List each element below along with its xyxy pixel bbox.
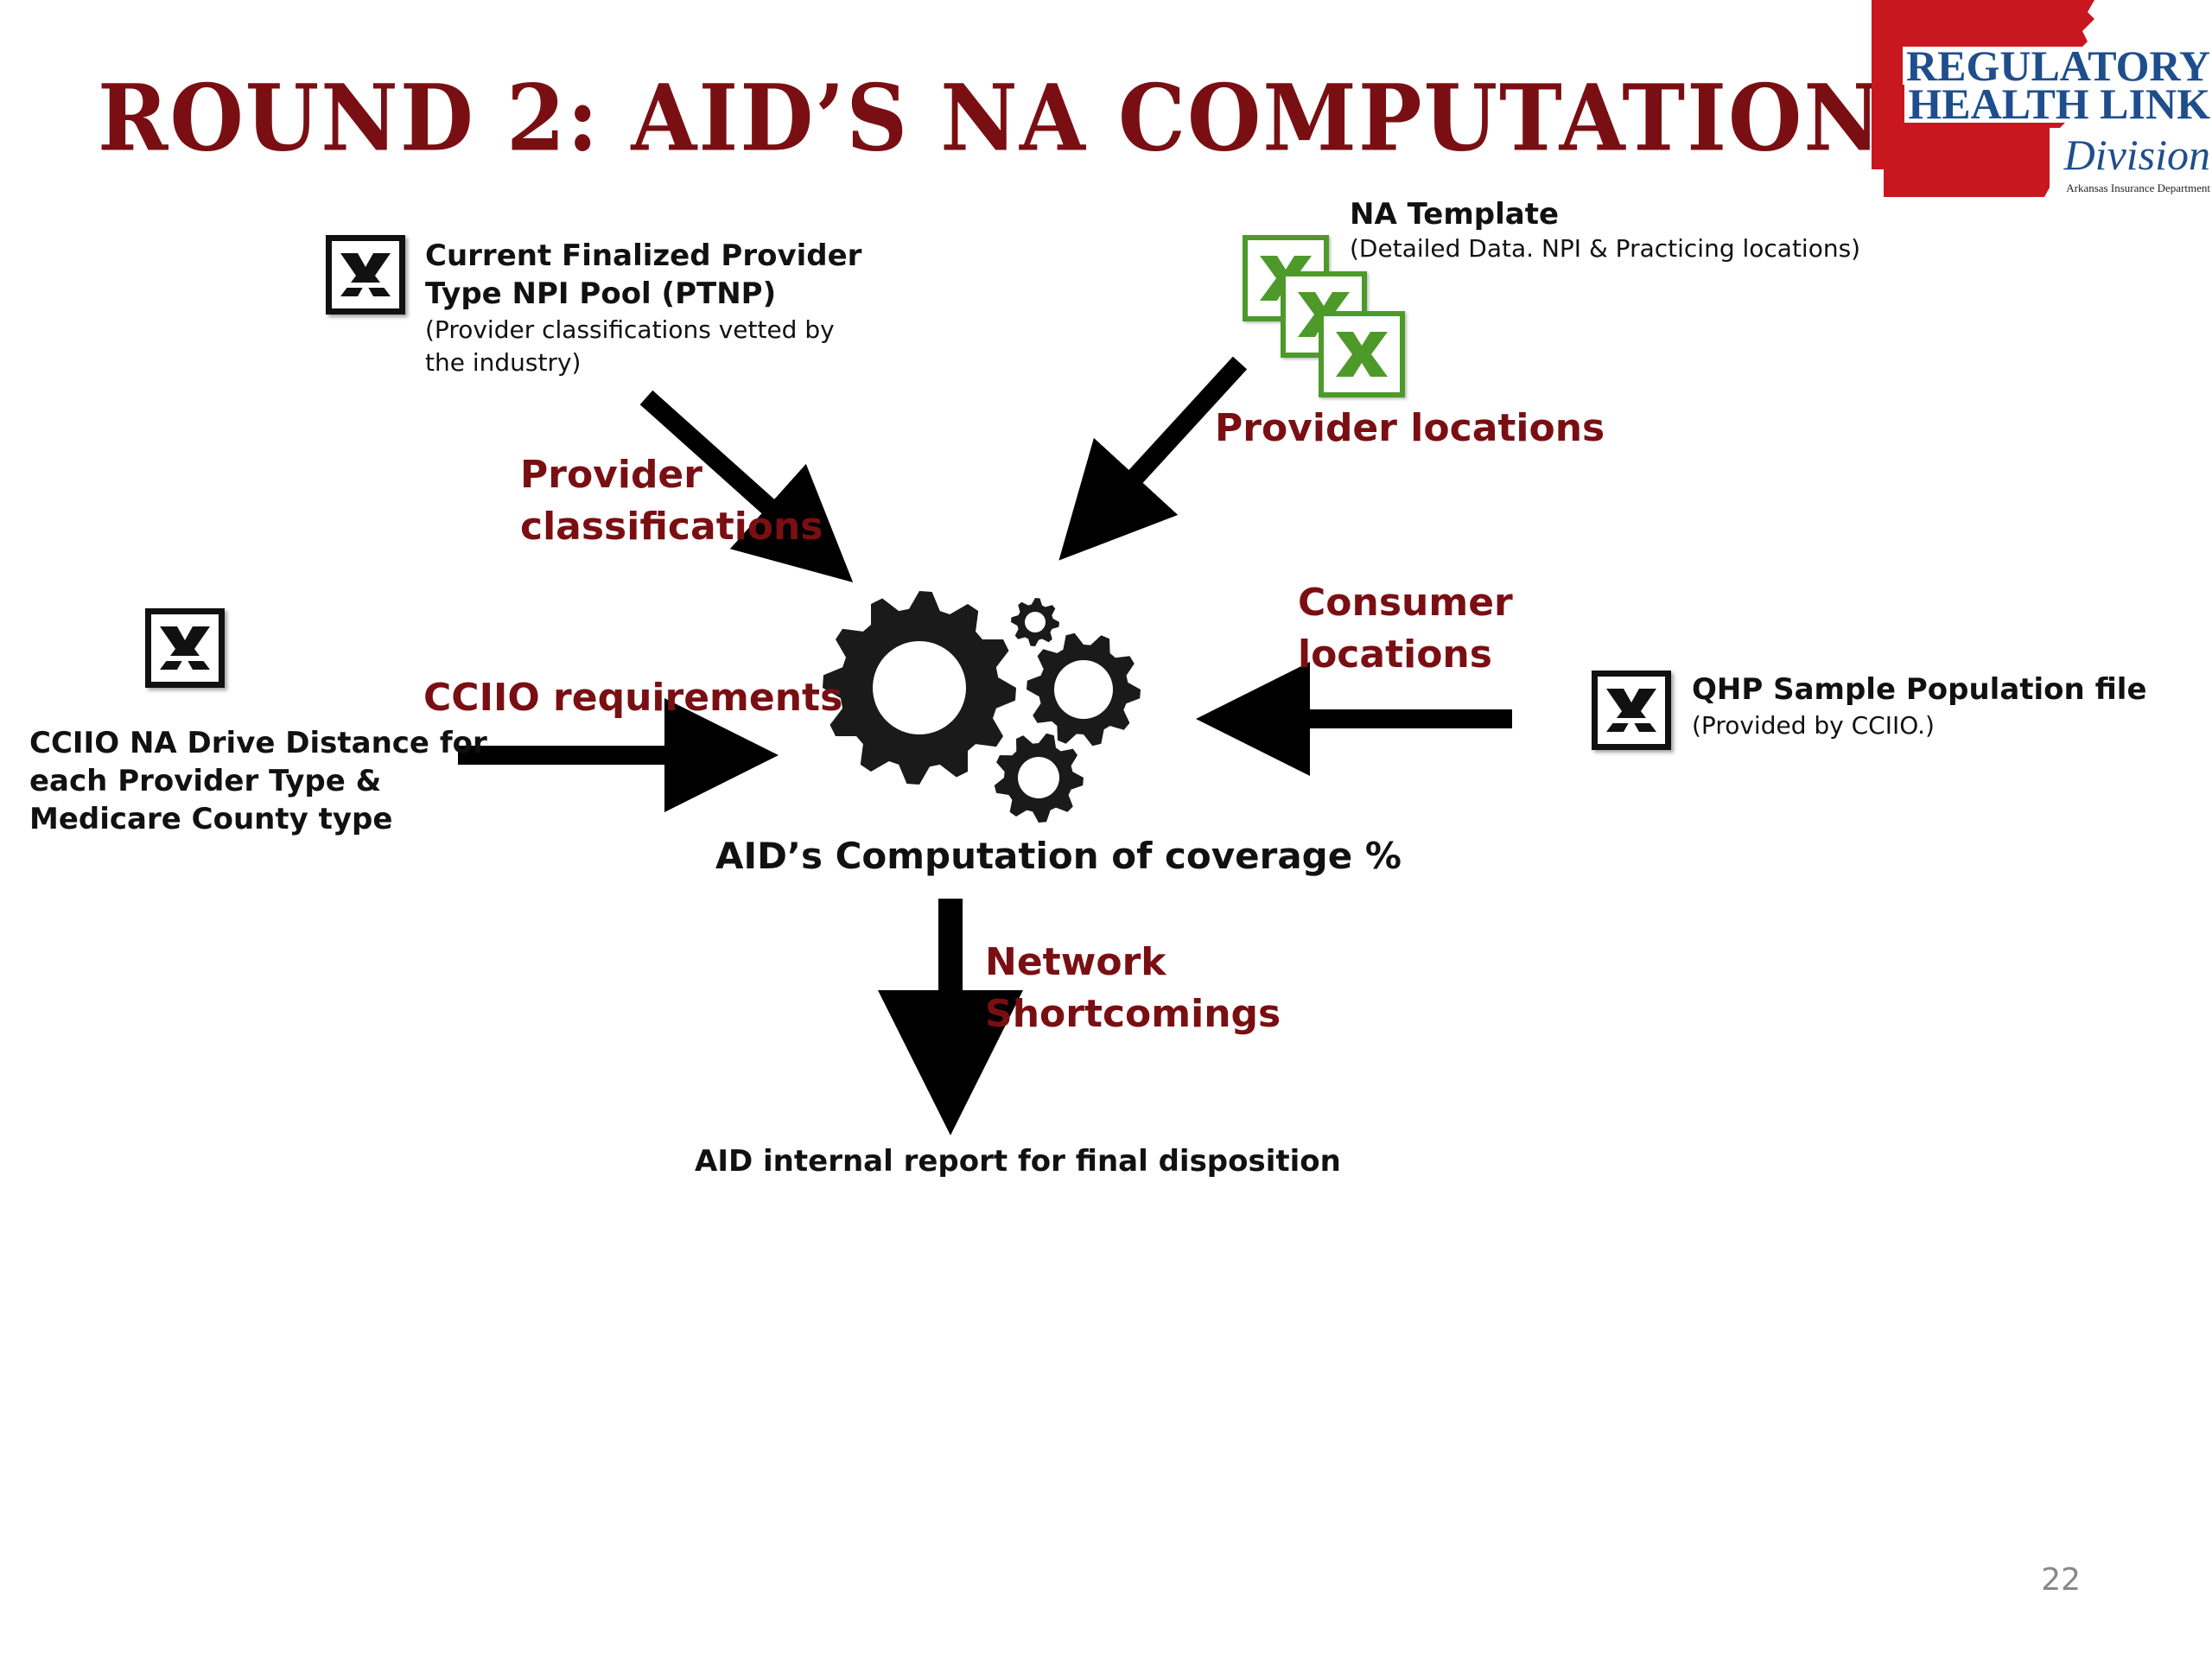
logo-text-block: REGULATORY HEALTH LINK xyxy=(1872,44,2210,125)
ptnp-excel-icon xyxy=(326,235,405,315)
network-shortcomings-label-2: Shortcomings xyxy=(985,992,1281,1036)
small-gear xyxy=(994,733,1084,823)
cciio-line-1: CCIIO NA Drive Distance for xyxy=(29,726,487,760)
network-shortcomings-label-1: Network xyxy=(985,940,1166,984)
ptnp-desc-line-1: (Provider classifications vetted by xyxy=(425,315,835,344)
logo-line-3: Division xyxy=(2063,130,2210,179)
output-report-label: AID internal report for final dispositio… xyxy=(695,1144,1341,1179)
tiny-gear xyxy=(1011,598,1059,646)
consumer-locations-label-2: locations xyxy=(1298,632,1492,677)
ptnp-desc-line-2: the industry) xyxy=(425,348,582,377)
ptnp-title-line-1: Current Finalized Provider xyxy=(425,238,862,273)
arrow-provider-classifications xyxy=(639,390,854,583)
qhp-title: QHP Sample Population file xyxy=(1692,672,2147,707)
na-template-excel-icon-3 xyxy=(1319,311,1405,397)
arrow-provider-locations xyxy=(1058,356,1248,561)
regulatory-health-link-logo: REGULATORY HEALTH LINK Division Arkansas… xyxy=(1872,0,2212,199)
qhp-desc: (Provided by CCIIO.) xyxy=(1692,711,1935,740)
na-template-desc: (Detailed Data. NPI & Practicing locatio… xyxy=(1350,234,1861,263)
consumer-locations-label-1: Consumer xyxy=(1298,581,1513,625)
computation-label: AID’s Computation of coverage % xyxy=(715,835,1402,877)
cciio-excel-icon xyxy=(145,608,225,688)
medium-gear xyxy=(1027,632,1141,747)
provider-classifications-label-2: classifications xyxy=(520,505,823,549)
qhp-excel-icon xyxy=(1592,671,1671,750)
cciio-line-2: each Provider Type & xyxy=(29,764,382,798)
logo-line-1: REGULATORY xyxy=(1902,44,2210,87)
provider-locations-label: Provider locations xyxy=(1215,406,1605,450)
logo-white-panel xyxy=(2050,128,2210,199)
slide-title: ROUND 2: AID’S NA COMPUTATION xyxy=(98,65,1883,173)
cciio-requirements-label: CCIIO requirements xyxy=(423,676,843,720)
page-number: 22 xyxy=(2041,1562,2081,1598)
logo-line-2: HEALTH LINK xyxy=(1904,82,2210,125)
cciio-line-3: Medicare County type xyxy=(29,802,393,836)
ptnp-title-line-2: Type NPI Pool (PTNP) xyxy=(425,276,777,311)
logo-line-4: Arkansas Insurance Department xyxy=(2066,181,2210,194)
provider-classifications-label-1: Provider xyxy=(520,453,702,497)
na-template-title: NA Template xyxy=(1350,197,1560,232)
large-gear xyxy=(823,591,1016,785)
